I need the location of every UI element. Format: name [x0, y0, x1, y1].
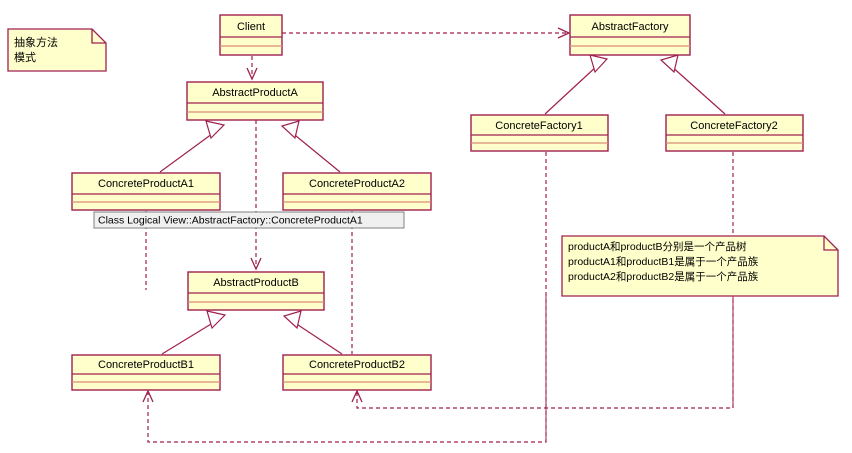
edge-concreteproducta2-to-abstractproducta	[280, 120, 341, 173]
class-box-concreteproductb1[interactable]: ConcreteProductB1	[71, 354, 221, 391]
class-name-concreteproductb2: ConcreteProductB2	[309, 359, 405, 371]
note-layer: 抽象方法 模式 productA和productB分别是一个产品树 produc…	[7, 28, 839, 297]
class-name-concretefactory2: ConcreteFactory2	[690, 120, 777, 132]
class-name-concretefactory1: ConcreteFactory1	[495, 120, 582, 132]
edge-concreteproducta1-to-abstractproducta	[159, 120, 226, 173]
edge-client-to-abstractproducta	[246, 56, 258, 81]
edge-concretefactory2-to-abstractfactory	[659, 54, 726, 115]
tooltip-concreteproducta1: Class Logical View::AbstractFactory::Con…	[93, 211, 405, 229]
class-box-concretefactory1[interactable]: ConcreteFactory1	[470, 114, 609, 152]
class-name-abstractfactory: AbstractFactory	[591, 21, 669, 33]
class-box-abstractfactory[interactable]: AbstractFactory	[569, 14, 691, 56]
class-box-concreteproductb2[interactable]: ConcreteProductB2	[282, 354, 432, 391]
edge-concretefactory1-to-abstractfactory	[544, 54, 609, 115]
class-name-abstractproductb: AbstractProductB	[213, 277, 299, 289]
note-pattern-title[interactable]: 抽象方法 模式	[7, 28, 107, 72]
note-pattern-title-line-1: 抽象方法	[14, 35, 58, 49]
edge-concretefactory1-to-concreteproductb1	[142, 152, 547, 443]
class-name-concreteproductb1: ConcreteProductB1	[98, 359, 194, 371]
class-box-abstractproductb[interactable]: AbstractProductB	[187, 271, 325, 311]
class-box-client[interactable]: Client	[219, 14, 283, 56]
class-layer: Client AbstractFactory AbstractProductA …	[71, 14, 804, 391]
note-product-family-line-3: productA2和productB2是属于一个产品族	[568, 270, 759, 283]
class-box-concreteproducta2[interactable]: ConcreteProductA2	[282, 172, 432, 211]
note-product-family[interactable]: productA和productB分别是一个产品树 productA1和prod…	[561, 235, 839, 297]
note-product-family-line-1: productA和productB分别是一个产品树	[568, 240, 747, 253]
edge-concreteproductb1-to-abstractproductb	[161, 310, 227, 355]
note-pattern-title-line-2: 模式	[14, 51, 36, 64]
class-name-concreteproducta1: ConcreteProductA1	[98, 178, 194, 190]
edge-client-to-abstractfactory	[282, 27, 571, 39]
note-product-family-line-2: productA1和productB1是属于一个产品族	[568, 255, 759, 268]
class-name-concreteproducta2: ConcreteProductA2	[309, 178, 405, 190]
class-name-abstractproducta: AbstractProductA	[212, 87, 298, 99]
class-box-concretefactory2[interactable]: ConcreteFactory2	[665, 114, 804, 152]
edge-concreteproductb2-to-abstractproductb	[282, 310, 343, 355]
class-box-abstractproducta[interactable]: AbstractProductA	[186, 81, 324, 121]
class-name-client: Client	[237, 21, 265, 33]
note-anchor-stems	[545, 152, 734, 442]
edge-client-to-abstractproductb	[250, 120, 262, 271]
tooltip-label: Class Logical View::AbstractFactory::Con…	[98, 214, 363, 226]
class-box-concreteproducta1[interactable]: ConcreteProductA1	[71, 172, 221, 211]
